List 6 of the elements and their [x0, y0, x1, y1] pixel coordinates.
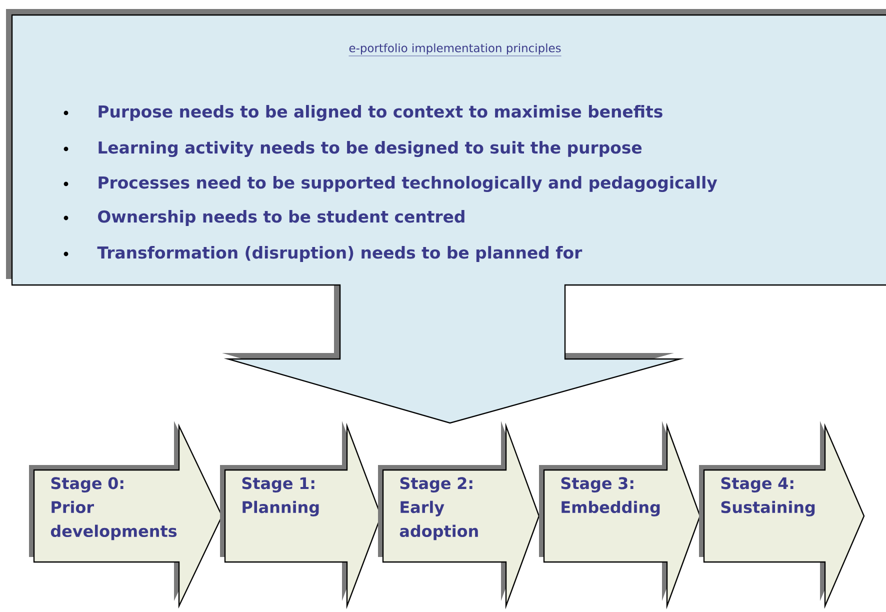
callout-box: e-portfolio implementation principles Purpose needs to be aligned to context to maximise benefits Learning activity needs to be designed to suit the purpose Processes need to be supported technologically and pedagogically Ownership needs to be student centred Transformation (disruption) needs to be planned for — [6, 9, 886, 424]
stage-box: Stage 1: Planning — [220, 420, 382, 610]
stage-box: Stage 0: Prior developments — [29, 420, 223, 609]
stage-box: Stage 2: Early adoption — [378, 420, 540, 610]
stage-box: Stage 4: Sustaining — [699, 420, 865, 609]
stage-box: Stage 3: Embedding — [539, 420, 701, 610]
